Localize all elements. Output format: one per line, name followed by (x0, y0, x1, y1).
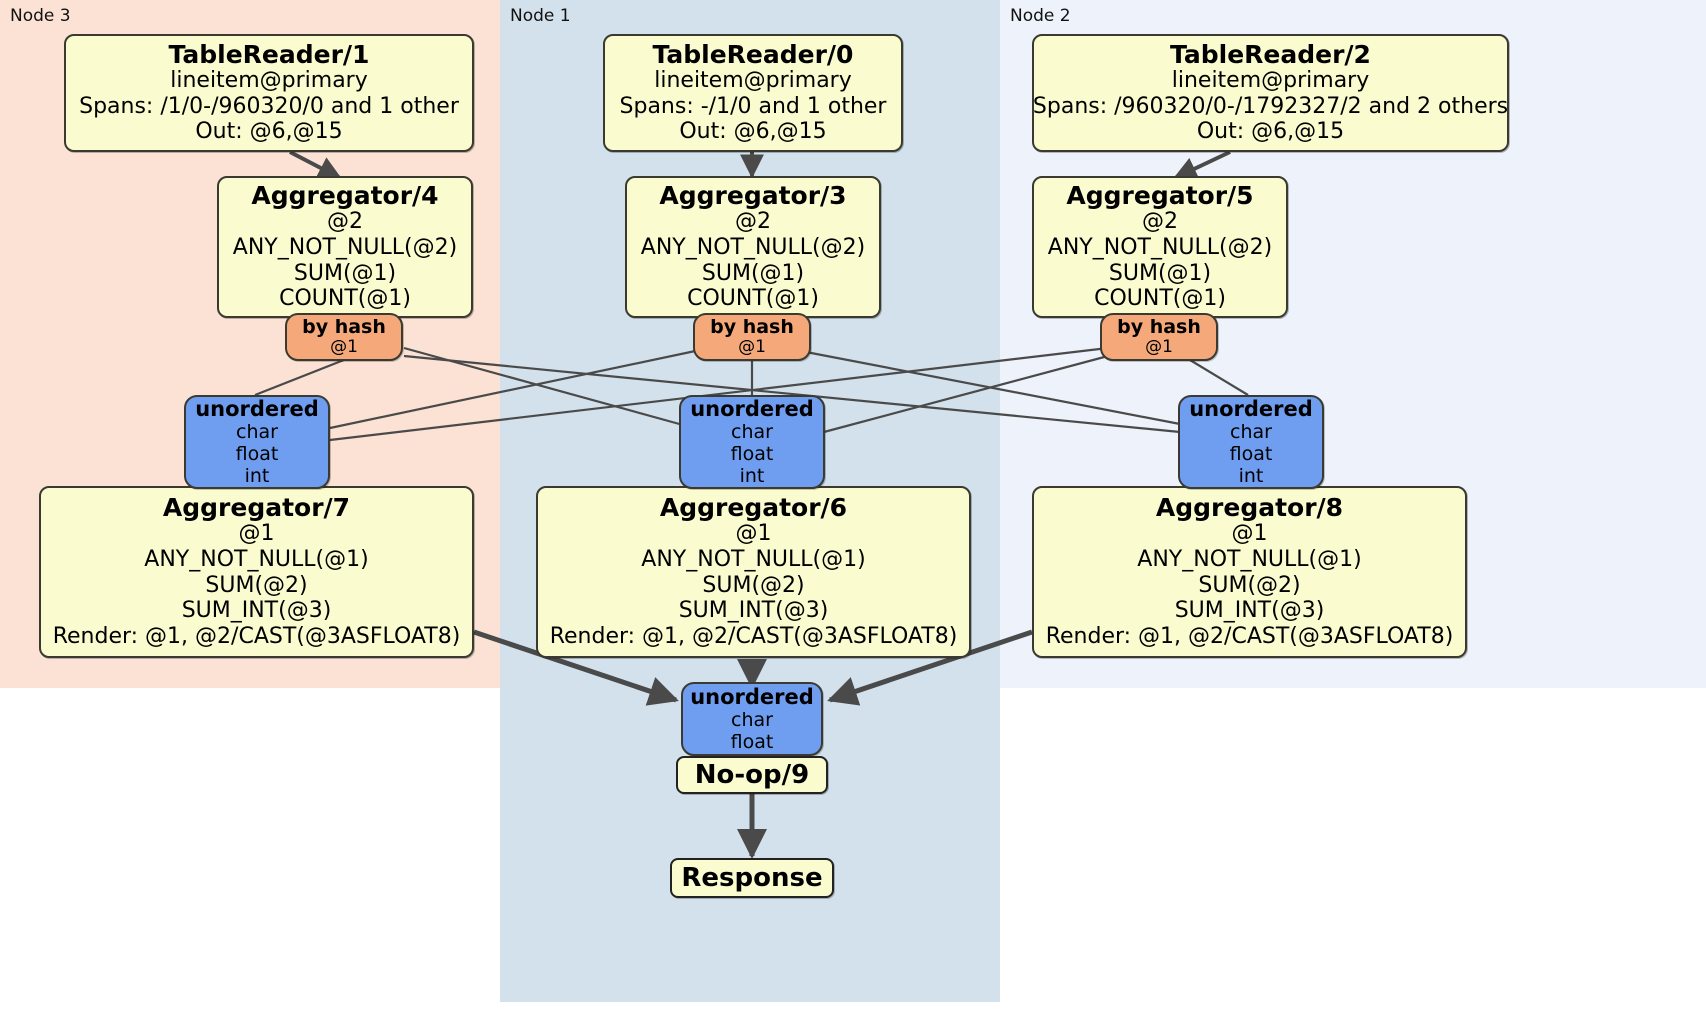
router-title: by hash (302, 315, 386, 338)
processor-title: TableReader/2 (1170, 39, 1371, 69)
aggregator-func: ANY_NOT_NULL(@1) (144, 546, 369, 572)
sync-title: unordered (690, 396, 814, 421)
processor-table: lineitem@primary (654, 67, 852, 93)
processor-spans: Spans: /1/0-/960320/0 and 1 other (79, 93, 459, 119)
sync-type: char (236, 421, 278, 444)
aggregator-func: ANY_NOT_NULL(@2) (232, 234, 458, 260)
processor-title: Response (681, 863, 823, 893)
sync-type: char (731, 421, 773, 444)
aggregator-func: SUM_INT(@3) (181, 598, 332, 624)
sync-type: float (235, 443, 279, 466)
aggregator-func: ANY_NOT_NULL(@1) (641, 546, 866, 572)
sync-unordered-node1[interactable]: unordered char float int (679, 395, 825, 489)
processor-tablereader-2[interactable]: TableReader/2 lineitem@primary Spans: /9… (1032, 34, 1509, 152)
processor-noop-9[interactable]: No-op/9 (676, 756, 828, 794)
aggregator-func: COUNT(@1) (1094, 286, 1226, 312)
router-key: @1 (738, 336, 766, 357)
aggregator-func: ANY_NOT_NULL(@2) (1047, 234, 1273, 260)
sync-unordered-node2[interactable]: unordered char float int (1178, 395, 1324, 489)
aggregator-group: @1 (1231, 520, 1268, 546)
aggregator-func: SUM(@1) (701, 260, 805, 286)
aggregator-func: SUM(@2) (1198, 572, 1301, 598)
processor-out: Out: @6,@15 (195, 119, 343, 145)
processor-spans: Spans: -/1/0 and 1 other (619, 93, 887, 119)
sync-title: unordered (1189, 396, 1313, 421)
node-panel-label-node2: Node 2 (1010, 6, 1071, 26)
processor-aggregator-5[interactable]: Aggregator/5 @2 ANY_NOT_NULL(@2) SUM(@1)… (1032, 176, 1288, 318)
sync-type: char (1230, 421, 1272, 444)
aggregator-func: SUM(@1) (293, 260, 397, 286)
router-by-hash-node2[interactable]: by hash @1 (1100, 313, 1218, 361)
processor-aggregator-8[interactable]: Aggregator/8 @1 ANY_NOT_NULL(@1) SUM(@2)… (1032, 486, 1467, 658)
aggregator-func: SUM(@2) (205, 572, 308, 598)
aggregator-func: SUM(@2) (702, 572, 805, 598)
aggregator-func: SUM_INT(@3) (1174, 598, 1325, 624)
aggregator-func: COUNT(@1) (279, 286, 411, 312)
processor-response[interactable]: Response (670, 858, 834, 898)
sync-title: unordered (195, 396, 319, 421)
sync-type: int (244, 465, 270, 488)
aggregator-group: @2 (327, 208, 363, 234)
sync-type: int (739, 465, 765, 488)
aggregator-func: ANY_NOT_NULL(@1) (1137, 546, 1362, 572)
processor-tablereader-1[interactable]: TableReader/1 lineitem@primary Spans: /1… (64, 34, 474, 152)
aggregator-func: SUM(@1) (1108, 260, 1212, 286)
aggregator-render: Render: @1, @2/CAST(@3ASFLOAT8) (1045, 624, 1454, 650)
processor-title: TableReader/0 (652, 39, 854, 69)
processor-title: Aggregator/7 (162, 492, 351, 522)
processor-title: Aggregator/3 (659, 180, 847, 210)
aggregator-func: COUNT(@1) (687, 286, 819, 312)
aggregator-group: @1 (735, 520, 772, 546)
aggregator-group: @1 (238, 520, 275, 546)
sync-type: float (730, 443, 774, 466)
router-by-hash-node3[interactable]: by hash @1 (285, 313, 403, 361)
node-panel-label-node1: Node 1 (510, 6, 571, 26)
aggregator-render: Render: @1, @2/CAST(@3ASFLOAT8) (52, 624, 461, 650)
processor-aggregator-7[interactable]: Aggregator/7 @1 ANY_NOT_NULL(@1) SUM(@2)… (39, 486, 474, 658)
processor-aggregator-4[interactable]: Aggregator/4 @2 ANY_NOT_NULL(@2) SUM(@1)… (217, 176, 473, 318)
aggregator-group: @2 (1142, 208, 1178, 234)
router-key: @1 (1145, 336, 1173, 357)
router-by-hash-node1[interactable]: by hash @1 (693, 313, 811, 361)
processor-aggregator-3[interactable]: Aggregator/3 @2 ANY_NOT_NULL(@2) SUM(@1)… (625, 176, 881, 318)
sync-title: unordered (690, 684, 814, 709)
aggregator-func: ANY_NOT_NULL(@2) (640, 234, 866, 260)
processor-table: lineitem@primary (170, 67, 368, 93)
processor-out: Out: @6,@15 (679, 119, 827, 145)
processor-title: Aggregator/5 (1066, 180, 1254, 210)
processor-title: TableReader/1 (168, 39, 370, 69)
processor-spans: Spans: /960320/0-/1792327/2 and 2 others (1032, 93, 1509, 119)
sync-type: char (731, 709, 773, 732)
processor-title: Aggregator/8 (1155, 492, 1344, 522)
processor-table: lineitem@primary (1171, 67, 1370, 93)
processor-out: Out: @6,@15 (1196, 119, 1345, 145)
processor-title: Aggregator/6 (659, 492, 848, 522)
router-key: @1 (330, 336, 358, 357)
sync-unordered-node3[interactable]: unordered char float int (184, 395, 330, 489)
processor-title: Aggregator/4 (251, 180, 439, 210)
processor-tablereader-0[interactable]: TableReader/0 lineitem@primary Spans: -/… (603, 34, 903, 152)
aggregator-group: @2 (735, 208, 771, 234)
processor-title: No-op/9 (694, 760, 810, 790)
aggregator-render: Render: @1, @2/CAST(@3ASFLOAT8) (549, 624, 958, 650)
processor-aggregator-6[interactable]: Aggregator/6 @1 ANY_NOT_NULL(@1) SUM(@2)… (536, 486, 971, 658)
sync-type: float (730, 731, 774, 754)
sync-type: float (1229, 443, 1273, 466)
node-panel-label-node3: Node 3 (10, 6, 71, 26)
router-title: by hash (710, 315, 794, 338)
sync-unordered-final[interactable]: unordered char float (681, 682, 823, 756)
aggregator-func: SUM_INT(@3) (678, 598, 829, 624)
router-title: by hash (1117, 315, 1201, 338)
sync-type: int (1238, 465, 1264, 488)
